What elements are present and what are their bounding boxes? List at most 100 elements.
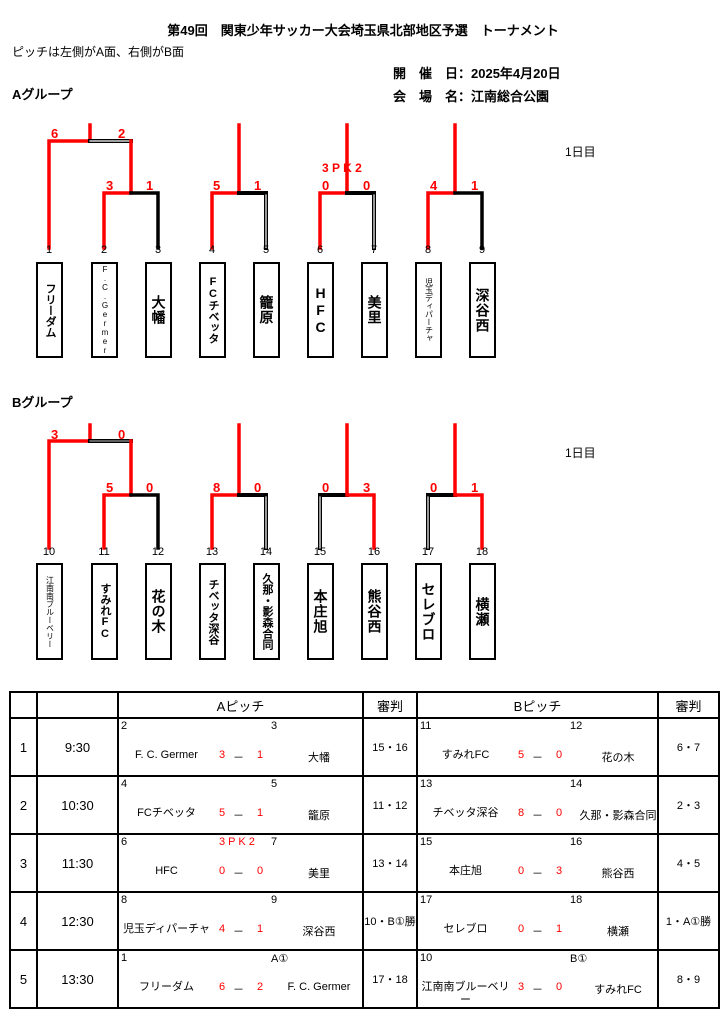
team-name: HFC [312, 284, 329, 336]
referee-b: 1・A①勝 [657, 891, 720, 951]
referee-b: 8・9 [657, 949, 720, 1009]
group-a-day: 1日目 [565, 145, 596, 159]
a-rs: 1 [257, 749, 264, 761]
event-venue: 会 場 名：江南総合公園 [393, 89, 550, 104]
team-number: 13 [205, 546, 219, 558]
b-lt: すみれFC [441, 749, 490, 761]
referee-b: 4・5 [657, 833, 720, 893]
referee-a: 15・16 [362, 717, 418, 777]
team-number: 4 [208, 244, 216, 256]
b-ln: 13 [420, 778, 433, 790]
team-name: フリーダム [44, 282, 56, 338]
a-ls: 5 [219, 807, 226, 819]
a-ln: 4 [121, 778, 128, 790]
b-rs: 1 [556, 923, 563, 935]
score: 1 [471, 178, 479, 193]
a-ls: 4 [219, 923, 226, 935]
referee-b: 2・3 [657, 775, 720, 835]
score: 2 [118, 126, 126, 141]
team-name: 横瀬 [474, 596, 491, 627]
score: 3 [51, 427, 59, 442]
score: 0 [322, 480, 330, 495]
score: 1 [471, 480, 479, 495]
a-rn: 9 [271, 894, 278, 906]
team-number: 18 [475, 546, 489, 558]
score: 1 [146, 178, 154, 193]
a-lt: 児玉ディパーチャ [122, 923, 211, 935]
b-dash: － [532, 984, 543, 996]
team-name: FCチベッタ [207, 276, 219, 344]
a-rs: 1 [257, 923, 264, 935]
referee-a: 10・B①勝 [362, 891, 418, 951]
b-dash: － [532, 926, 543, 938]
team-box: チベッタ深谷 [199, 563, 226, 660]
group-a-label: Aグループ [12, 87, 73, 102]
a-rt: F. C. Germer [287, 981, 351, 993]
b-lt: チベッタ深谷 [432, 807, 499, 819]
team-number: 5 [262, 244, 270, 256]
b-ls: 8 [518, 807, 525, 819]
b-rn: 14 [570, 778, 583, 790]
a-rt: 大幡 [308, 752, 330, 764]
team-box: フリーダム [36, 262, 63, 358]
a-ln: 6 [121, 836, 128, 848]
match-time: 13:30 [36, 949, 119, 1009]
b-lt: 本庄旭 [449, 865, 482, 877]
b-rn: 12 [570, 720, 583, 732]
score: 0 [118, 427, 126, 442]
score: 0 [322, 178, 330, 193]
referee-b-header: 審判 [657, 691, 720, 719]
b-ln: 10 [420, 952, 433, 964]
referee-a: 17・18 [362, 949, 418, 1009]
team-name: 熊谷西 [366, 589, 383, 634]
team-name: 籠原 [258, 295, 275, 325]
score: 0 [146, 480, 154, 495]
a-dash: － [233, 926, 244, 938]
team-number: 11 [98, 546, 110, 558]
a-rn: 5 [271, 778, 278, 790]
team-box: 深谷西 [469, 262, 496, 358]
team-number: 16 [367, 546, 381, 558]
match-number: 3 [9, 833, 38, 893]
a-rn: 3 [271, 720, 278, 732]
pitch-note: ピッチは左側がA面、右側がB面 [12, 45, 185, 59]
b-rt: 熊谷西 [601, 868, 635, 880]
b-dash: － [532, 868, 543, 880]
score: 0 [254, 480, 262, 495]
a-ls: 6 [219, 981, 226, 993]
score: 5 [213, 178, 221, 193]
a-lt: フリーダム [139, 981, 194, 993]
referee-a: 13・14 [362, 833, 418, 893]
b-rt: 久那・影森合同 [579, 810, 657, 822]
bracket-winner-line [47, 123, 92, 250]
score: 4 [430, 178, 438, 193]
team-box: 籠原 [253, 262, 280, 358]
team-number: 10 [42, 546, 56, 558]
team-name: 花の木 [150, 589, 167, 634]
team-name: 久那・影森合同 [261, 573, 273, 650]
team-box: FCチベッタ [199, 262, 226, 358]
b-rt: すみれFC [594, 984, 642, 996]
team-box: HFC [307, 262, 334, 358]
match-number: 1 [9, 717, 38, 777]
pk-score: 3 P K 2 [322, 161, 362, 175]
match-time: 12:30 [36, 891, 119, 951]
b-rs: 3 [556, 865, 563, 877]
b-rn: 16 [570, 836, 583, 848]
team-box: セレブロ [415, 563, 442, 660]
a-pk: 3 P K 2 [219, 836, 255, 848]
team-number: 15 [313, 546, 327, 558]
team-box: 花の木 [145, 563, 172, 660]
b-ls: 0 [518, 865, 525, 877]
b-rn: B① [570, 953, 588, 965]
b-ln: 11 [420, 720, 432, 732]
team-name: すみれFC [99, 583, 111, 640]
a-ls: 3 [219, 749, 226, 761]
referee-b: 6・7 [657, 717, 720, 777]
score: 3 [106, 178, 114, 193]
b-rn: 18 [570, 894, 583, 906]
b-ls: 3 [518, 981, 525, 993]
